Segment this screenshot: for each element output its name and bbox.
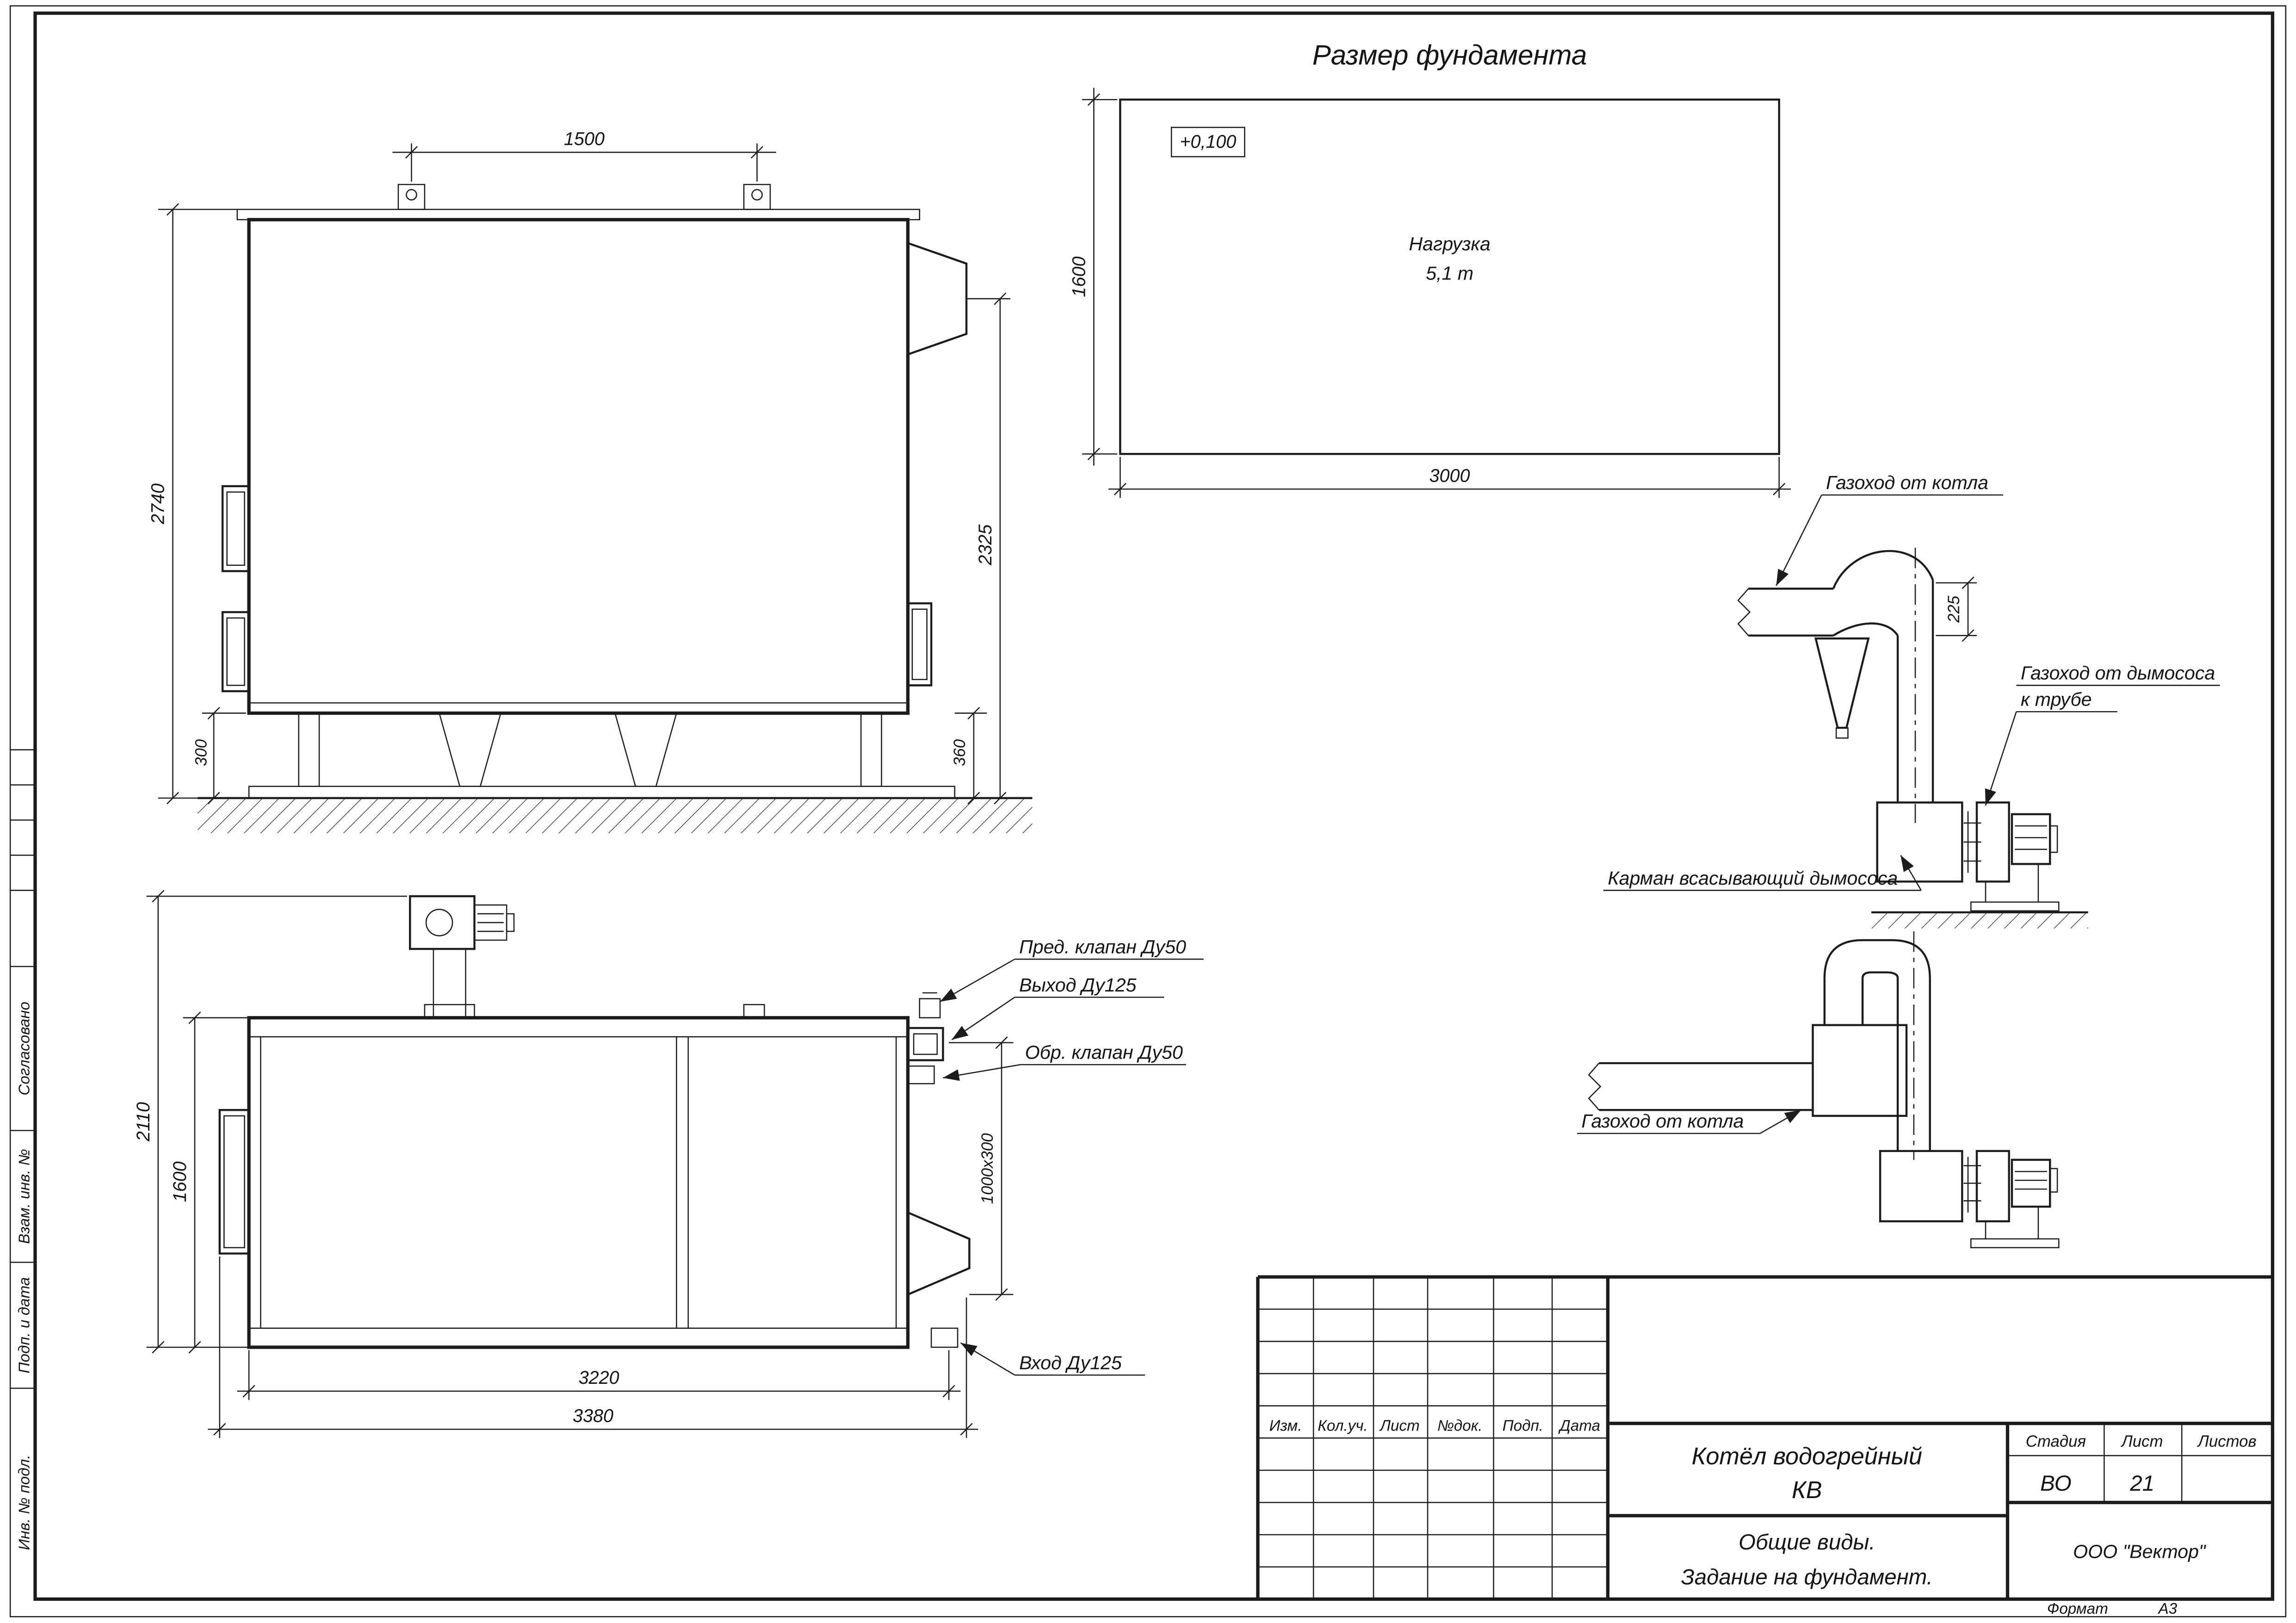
- label-flue-from-boiler-lower: Газоход от котла: [1581, 1110, 1744, 1132]
- suction-pocket: [1876, 801, 1963, 883]
- load-value: 5,1 т: [1426, 263, 1473, 284]
- dim-360: 360: [951, 739, 969, 766]
- elevation-mark-box: [1170, 127, 1245, 157]
- margin-sign-date: Подп. и дата: [16, 1277, 33, 1374]
- callout-outlet: Выход Ду125: [1019, 974, 1137, 996]
- callout-safety-valve: Пред. клапан Ду50: [1019, 936, 1186, 958]
- pocket-lower: [1879, 1150, 1963, 1222]
- title-block: Изм. Кол.уч. Лист №док. Подп. Дата Котёл…: [1256, 1275, 2273, 1617]
- boiler-side-view: 1500 2740 300 2325 360: [148, 129, 1033, 833]
- margin-replace-inv: Взам. инв. №: [16, 1149, 33, 1244]
- label-flue-to-stack-2: к трубе: [2021, 689, 2092, 710]
- sheets-label: Листов: [2197, 1432, 2257, 1450]
- left-door-lower: [221, 611, 250, 693]
- label-flue-from-boiler-upper: Газоход от котла: [1826, 472, 1988, 493]
- foundation-title: Размер фундамента: [1312, 39, 1587, 70]
- company-name: ООО "Вектор": [2073, 1541, 2207, 1562]
- dim-2325: 2325: [975, 524, 996, 565]
- lifting-lug-left: [397, 184, 426, 210]
- check-valve-block: [907, 1065, 935, 1084]
- dim-2740: 2740: [148, 483, 168, 525]
- entry-chamber: [1812, 1024, 1908, 1117]
- top-stub: [743, 1004, 765, 1019]
- dim-2110: 2110: [133, 1102, 154, 1142]
- fan-assembly: [409, 895, 515, 1019]
- sheet-label: Лист: [2121, 1432, 2163, 1450]
- flue-outlet: [907, 242, 968, 356]
- callout-check-valve: Обр. клапан Ду50: [1025, 1041, 1183, 1063]
- product-name-2: КВ: [1792, 1477, 1822, 1504]
- format-label: Формат: [2047, 1600, 2108, 1617]
- foundation-plan: Размер фундамента +0,100 Нагрузка 5,1 т …: [1069, 39, 1791, 498]
- right-flange: [907, 602, 933, 687]
- boiler-plan-view: Пред. клапан Ду50 Выход Ду125 Обр. клапа…: [133, 890, 1204, 1438]
- lifting-lug-right: [743, 184, 771, 210]
- margin-column: Согласовано Взам. инв. № Подп. и дата Ин…: [10, 749, 35, 1550]
- col-izm: Изм.: [1269, 1417, 1302, 1434]
- fan-volute-lower: [1975, 1150, 2010, 1222]
- margin-orig-inv: Инв. № подл.: [16, 1455, 33, 1550]
- margin-agreed: Согласовано: [16, 1002, 33, 1096]
- dim-3380: 3380: [573, 1406, 613, 1426]
- callouts: Пред. клапан Ду50 Выход Ду125 Обр. клапа…: [940, 936, 1204, 1376]
- flue-diagram-lower: Газоход от котла: [1577, 931, 2060, 1248]
- col-podp: Подп.: [1503, 1417, 1543, 1434]
- col-ndok: №док.: [1437, 1417, 1483, 1434]
- dim-3220: 3220: [579, 1368, 619, 1388]
- outlet-cone: [907, 1211, 971, 1296]
- stage-label: Стадия: [2026, 1432, 2086, 1450]
- dim-225: 225: [1945, 595, 1963, 623]
- dim-1600-foundation: 1600: [1069, 256, 1089, 297]
- format-value: А3: [2157, 1600, 2177, 1617]
- elevation-mark: +0,100: [1180, 132, 1236, 152]
- dim-3000: 3000: [1430, 465, 1470, 486]
- left-door-upper: [221, 485, 250, 572]
- label-suction-pocket: Карман всасывающий дымососа: [1608, 867, 1898, 889]
- doc-type-1: Общие виды.: [1739, 1530, 1875, 1555]
- stage-value: ВО: [2040, 1471, 2072, 1496]
- dim-300: 300: [192, 739, 210, 766]
- col-data: Дата: [1558, 1417, 1600, 1434]
- label-flue-to-stack-1: Газоход от дымососа: [2021, 663, 2215, 684]
- main-frame: [33, 11, 2274, 1601]
- load-label: Нагрузка: [1409, 233, 1490, 254]
- boiler-body: [247, 218, 910, 715]
- outlet-flange: [907, 1027, 944, 1061]
- safety-valve: [919, 998, 941, 1019]
- dim-1500: 1500: [564, 129, 605, 149]
- dim-1000x300: 1000х300: [978, 1133, 996, 1204]
- col-list: Лист: [1379, 1417, 1420, 1434]
- doc-type-2: Задание на фундамент.: [1681, 1565, 1933, 1590]
- plan-left-door: [218, 1109, 250, 1255]
- outer-border: [9, 5, 2287, 1617]
- inlet-stub: [930, 1327, 959, 1348]
- flue-diagram-upper: Газоход от котла 225: [1603, 472, 2220, 929]
- product-name-1: Котёл водогрейный: [1692, 1443, 1922, 1470]
- sheet-value: 21: [2129, 1471, 2154, 1496]
- ground-hatch: [198, 798, 1033, 833]
- callout-inlet: Вход Ду125: [1019, 1352, 1122, 1373]
- col-koluch: Кол.уч.: [1318, 1417, 1368, 1434]
- foundation-outline: [1119, 99, 1780, 455]
- dim-1600-plan: 1600: [170, 1161, 190, 1202]
